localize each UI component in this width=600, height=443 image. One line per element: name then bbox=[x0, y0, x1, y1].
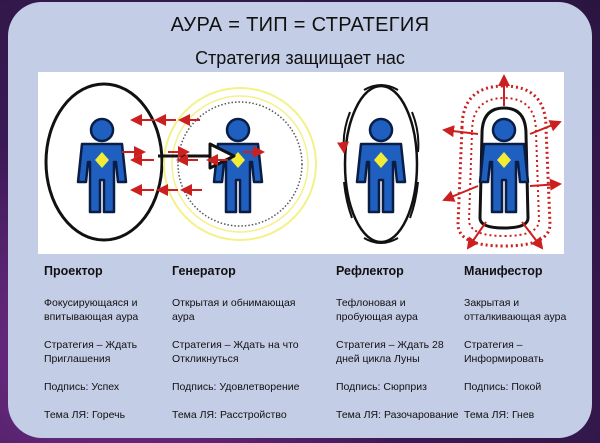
type-not-self: Тема ЛЯ: Гнев bbox=[464, 409, 535, 421]
type-name: Генератор bbox=[172, 264, 236, 278]
aura-diagram-panel bbox=[38, 72, 564, 254]
type-strategy: Стратегия – Ждать 28 дней цикла Луны bbox=[336, 339, 444, 365]
generator-figure bbox=[163, 87, 317, 241]
type-not-self: Тема ЛЯ: Разочарование bbox=[336, 409, 459, 421]
reflector-column: Рефлектор Тефлоновая и пробующая аура Ст… bbox=[336, 264, 461, 436]
projector-figure bbox=[44, 82, 164, 242]
type-signature: Подпись: Покой bbox=[464, 381, 542, 393]
page-subtitle: Стратегия защищает нас bbox=[195, 48, 405, 68]
type-strategy: Стратегия – Ждать на что Откликнуться bbox=[172, 339, 299, 365]
type-signature: Подпись: Успех bbox=[44, 381, 120, 393]
page-title: АУРА = ТИП = СТРАТЕГИЯ bbox=[170, 14, 430, 36]
reflector-figure bbox=[337, 84, 420, 244]
type-aura: Тефлоновая и пробующая аура bbox=[336, 297, 418, 323]
type-not-self: Тема ЛЯ: Расстройство bbox=[172, 409, 287, 421]
manifestor-column: Манифестор Закрытая и отталкивающая аура… bbox=[464, 264, 584, 436]
type-signature: Подпись: Удовлетворение bbox=[172, 381, 300, 393]
type-aura: Открытая и обнимающая аура bbox=[172, 297, 296, 323]
type-not-self: Тема ЛЯ: Горечь bbox=[44, 409, 126, 421]
aura-card: АУРА = ТИП = СТРАТЕГИЯ Стратегия защищае… bbox=[8, 2, 592, 438]
type-aura: Фокусирующаяся и впитывающая аура bbox=[44, 297, 139, 323]
type-name: Проектор bbox=[44, 264, 103, 278]
type-strategy: Стратегия – Ждать Приглашения bbox=[44, 339, 138, 365]
type-aura: Закрытая и отталкивающая аура bbox=[464, 297, 567, 323]
manifestor-figure bbox=[442, 74, 562, 250]
type-signature: Подпись: Сюрприз bbox=[336, 381, 427, 393]
type-strategy: Стратегия – Информировать bbox=[464, 339, 544, 365]
generator-column: Генератор Открытая и обнимающая аура Стр… bbox=[172, 264, 302, 436]
type-name: Манифестор bbox=[464, 264, 543, 278]
projector-column: Проектор Фокусирующаяся и впитывающая ау… bbox=[44, 264, 174, 436]
absorbing-arrows bbox=[122, 114, 265, 196]
aura-diagram bbox=[44, 74, 562, 250]
type-name: Рефлектор bbox=[336, 264, 404, 278]
